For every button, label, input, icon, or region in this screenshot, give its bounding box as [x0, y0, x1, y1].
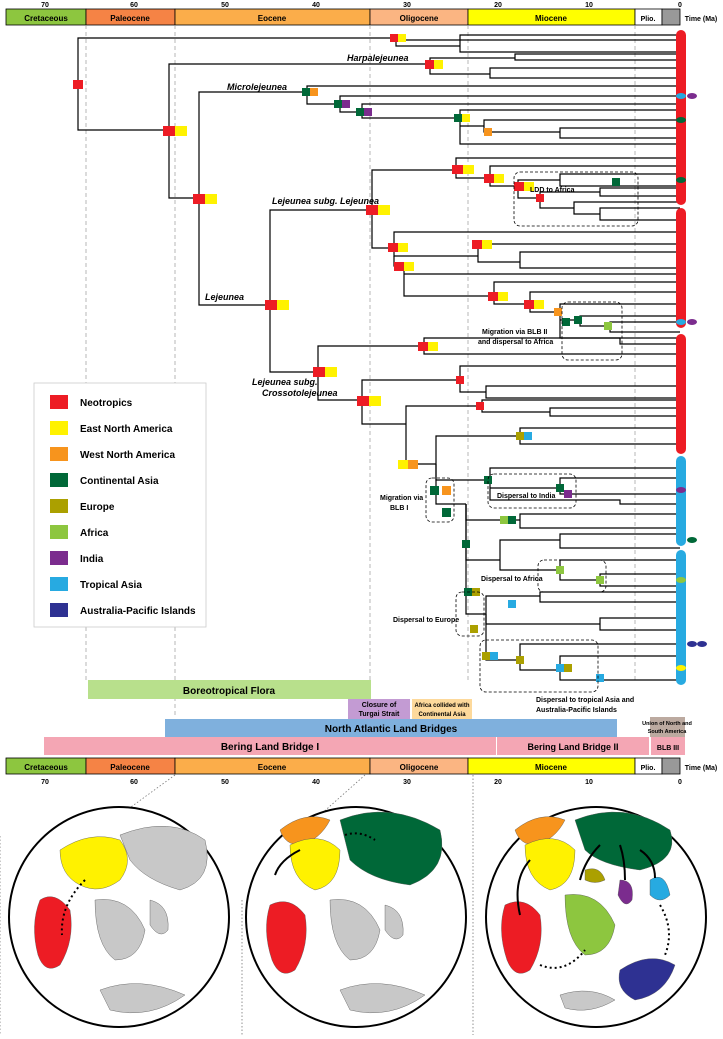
bar-turgai-2: Turgai Strait	[359, 711, 400, 718]
event-blb1-2: BLB I	[390, 505, 408, 512]
legend-label: East North America	[80, 424, 173, 435]
epoch-label: Cretaceous	[24, 763, 68, 772]
bar-nalb: North Atlantic Land Bridges	[325, 724, 458, 735]
event-tropasia-1: Dispersal to tropical Asia and	[536, 697, 634, 704]
geo-event-bars: Boreotropical Flora Closure of Turgai St…	[44, 680, 692, 755]
tick-label: 70	[41, 2, 49, 9]
legend-label: Neotropics	[80, 398, 133, 409]
clade-label-microlejeunea: Microlejeunea	[227, 82, 287, 92]
bar-africa-col-1: Africa collided with	[414, 703, 469, 709]
bar-union-2: South America	[648, 729, 688, 735]
epoch-label: Paleocene	[110, 763, 150, 772]
event-ldd-africa: LDD to Africa	[530, 187, 575, 194]
bar-union-1: Union of North and	[642, 721, 692, 727]
epoch-label: Oligocene	[400, 14, 439, 23]
bar-blb2: Bering Land Bridge II	[527, 742, 618, 752]
event-africa: Dispersal to Africa	[481, 576, 543, 583]
event-blb2-2: and dispersal to Africa	[478, 339, 553, 346]
tick-label: 70	[41, 779, 49, 786]
epoch-label: Miocene	[535, 763, 568, 772]
bar-turgai-1: Closure of	[362, 702, 397, 709]
legend: Neotropics East North America West North…	[33, 382, 207, 628]
epoch-label: Cretaceous	[24, 14, 68, 23]
event-tropasia-2: Australia-Pacific Islands	[536, 707, 617, 714]
clade-label-lejeunea: Lejeunea	[205, 292, 244, 302]
epoch-label: Eocene	[258, 763, 287, 772]
top-timescale: Cretaceous Paleocene Eocene Oligocene Mi…	[5, 2, 718, 26]
legend-label: Europe	[80, 502, 115, 513]
bar-africa-col-2: Continental Asia	[418, 712, 466, 718]
tick-label: 30	[403, 779, 411, 786]
epoch-label: Eocene	[258, 14, 287, 23]
tick-label: 50	[221, 779, 229, 786]
bar-blb1: Bering Land Bridge I	[221, 742, 320, 753]
globe-miocene-present	[485, 806, 707, 1028]
epoch-label: Oligocene	[400, 763, 439, 772]
legend-label: Continental Asia	[80, 476, 159, 487]
bar-blb3: BLB III	[657, 745, 679, 752]
tick-label: 20	[494, 779, 502, 786]
globe-eocene-oligocene	[245, 806, 467, 1028]
clade-label-lejeunea-subg: Lejeunea subg. Lejeunea	[272, 196, 379, 206]
epoch-pleistocene	[661, 8, 681, 26]
clade-label-crosso-2: Crossotolejeunea	[262, 388, 338, 398]
epoch-label: Paleocene	[110, 14, 150, 23]
epoch-label: Plio.	[641, 16, 656, 23]
bottom-timescale: Cretaceous Paleocene Eocene Oligocene Mi…	[5, 757, 718, 786]
epoch-label: Miocene	[535, 14, 568, 23]
tick-label: 0	[678, 779, 682, 786]
clade-labels: Harpalejeunea Microlejeunea Lejeunea sub…	[205, 53, 409, 398]
bar-boreotropical: Boreotropical Flora	[183, 686, 276, 697]
clade-label-harpalejeunea: Harpalejeunea	[347, 53, 409, 63]
legend-label: Australia-Pacific Islands	[80, 606, 196, 617]
legend-label: Tropical Asia	[80, 580, 142, 591]
tick-label: 50	[221, 2, 229, 9]
tick-label: 30	[403, 2, 411, 9]
tick-label: 40	[312, 2, 320, 9]
tick-label: 40	[312, 779, 320, 786]
event-labels: LDD to Africa Migration via BLB II and d…	[380, 187, 634, 714]
legend-label: West North America	[80, 450, 175, 461]
time-axis-label: Time (Ma)	[685, 765, 718, 772]
tick-label: 60	[130, 779, 138, 786]
clade-label-crosso-1: Lejeunea subg.	[252, 377, 318, 387]
event-europe: Dispersal to Europe	[393, 617, 459, 624]
time-axis-label: Time (Ma)	[685, 16, 718, 23]
tick-label: 20	[494, 2, 502, 9]
node-states	[73, 34, 620, 682]
tip-markers	[676, 30, 707, 685]
legend-label: India	[80, 554, 104, 565]
epoch-label: Plio.	[641, 765, 656, 772]
tick-label: 10	[585, 2, 593, 9]
tick-label: 0	[678, 2, 682, 9]
event-blb2-1: Migration via BLB II	[482, 329, 547, 336]
event-boxes	[425, 171, 639, 693]
event-india: Dispersal to India	[497, 493, 555, 500]
globe-paleocene-eocene	[8, 806, 230, 1028]
event-blb1-1: Migration via	[380, 495, 423, 502]
legend-label: Africa	[80, 528, 109, 539]
tick-label: 60	[130, 2, 138, 9]
tick-label: 10	[585, 779, 593, 786]
